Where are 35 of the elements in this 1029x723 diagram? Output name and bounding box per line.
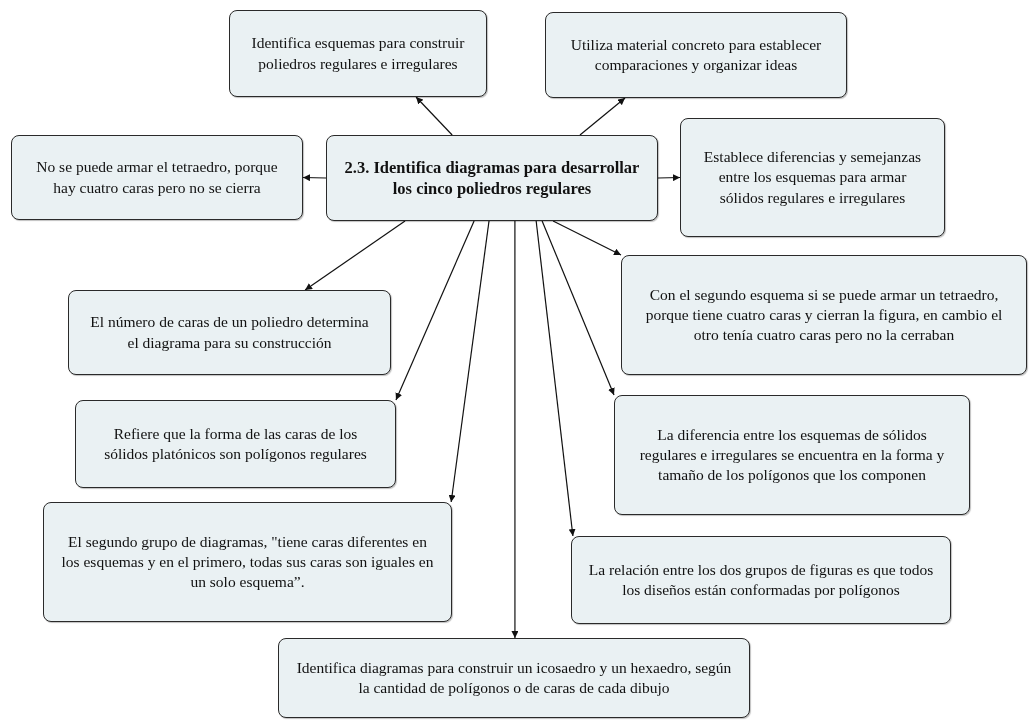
central-concept-box	[326, 135, 658, 221]
concept-text: El segundo grupo de diagramas, "tiene caras diferentes en los esquemas y en el primero, todas sus caras son iguales en un solo esquema”.	[60, 531, 435, 593]
arrow	[415, 96, 453, 136]
concept-text: Identifica diagramas para construir un icosaedro y un hexaedro, según la cantidad de polígonos o de caras de cada dibujo	[295, 657, 733, 698]
concept-box	[68, 290, 391, 375]
concept-box	[614, 395, 970, 515]
arrow	[511, 220, 519, 639]
arrow	[395, 220, 475, 401]
arrow	[541, 220, 615, 396]
concept-text: Refiere que la forma de las caras de los sólidos platónicos son polígonos regulares	[103, 423, 368, 464]
concept-box	[11, 135, 303, 220]
arrow	[448, 220, 490, 503]
concept-text: El número de caras de un poliedro determina el diagrama para su construcción	[89, 312, 370, 353]
concept-box	[571, 536, 951, 624]
concept-box	[545, 12, 847, 98]
arrow	[657, 174, 681, 182]
concept-box	[621, 255, 1027, 375]
concept-box	[229, 10, 487, 97]
concept-box	[43, 502, 452, 622]
arrow	[535, 220, 576, 537]
concept-text: No se puede armar el tetraedro, porque hay cuatro caras pero no se cierra	[35, 157, 279, 198]
arrow	[302, 174, 327, 182]
arrow	[304, 220, 406, 291]
concept-box	[680, 118, 945, 237]
concept-text: Con el segundo esquema si se puede armar un tetraedro, porque tiene cuatro caras y cierran la figura, en cambio el otro tenía cuatro caras pero no la cerraban	[644, 284, 1004, 346]
concept-text: Establece diferencias y semejanzas entre los esquemas para armar sólidos regulares e irregulares	[702, 147, 923, 208]
concept-text: La relación entre los dos grupos de figuras es que todos los diseños están conformadas por polígonos	[587, 559, 935, 600]
concept-text: La diferencia entre los esquemas de sólidos regulares e irregulares se encuentra en la forma y tamaño de los polígonos que los componen	[638, 424, 946, 486]
concept-box	[75, 400, 396, 488]
arrow	[579, 97, 626, 136]
concept-text: Identifica esquemas para construir poliedros regulares e irregulares	[250, 33, 466, 74]
central-concept-text: 2.3. Identifica diagramas para desarrollar los cinco poliedros regulares	[343, 156, 641, 200]
concept-box	[278, 638, 750, 718]
arrow	[552, 220, 622, 256]
concept-text: Utiliza material concreto para establecer comparaciones y organizar ideas	[569, 34, 823, 75]
